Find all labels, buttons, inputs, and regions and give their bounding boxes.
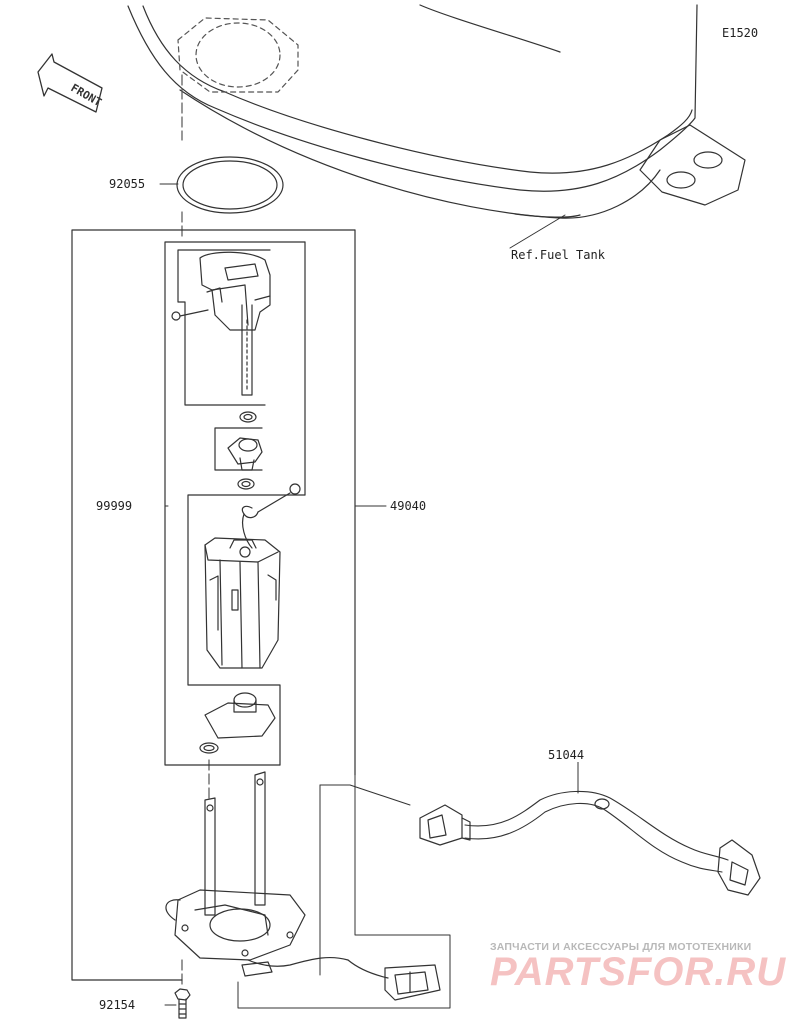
- tank-bracket: [639, 124, 746, 206]
- pump-flange-bracket: [165, 771, 306, 961]
- part-number-92154[interactable]: 92154: [99, 998, 136, 1012]
- diagram-code: E1520: [722, 26, 759, 40]
- flange-wire: [241, 956, 389, 979]
- fuel-tank-outline: [127, 4, 698, 219]
- washer-upper: [239, 411, 257, 423]
- washer-middle: [237, 478, 255, 490]
- fuel-level-sender: [171, 251, 271, 396]
- screw-clip: [241, 483, 301, 549]
- bolt-92154: [174, 988, 191, 1019]
- part-number-92055[interactable]: 92055: [109, 177, 146, 191]
- flange-connector: [384, 964, 441, 1001]
- center-line-dashed: [181, 74, 210, 989]
- fuel-pump-body: [204, 537, 281, 669]
- o-ring-92055: [176, 156, 284, 214]
- leader-lines: [159, 183, 579, 1009]
- part-number-49040[interactable]: 49040: [390, 499, 427, 513]
- tank-opening-dashed: [177, 17, 299, 93]
- watermark-tagline: ЗАПЧАСТИ И АКСЕССУАРЫ ДЛЯ МОТОТЕХНИКИ: [490, 941, 752, 953]
- washer-lower: [199, 742, 219, 754]
- front-arrow-icon: FRONT: [37, 53, 104, 113]
- ref-fuel-tank-label: Ref.Fuel Tank: [511, 248, 605, 262]
- part-number-51044[interactable]: 51044: [548, 748, 585, 762]
- group-frames: [71, 229, 356, 981]
- part-number-99999[interactable]: 99999: [96, 499, 133, 513]
- wire-harness-51044: [419, 790, 761, 896]
- pump-outlet-cap: [204, 692, 276, 739]
- pressure-regulator: [227, 437, 263, 471]
- watermark-logo: PARTSFOR.RU: [490, 950, 787, 994]
